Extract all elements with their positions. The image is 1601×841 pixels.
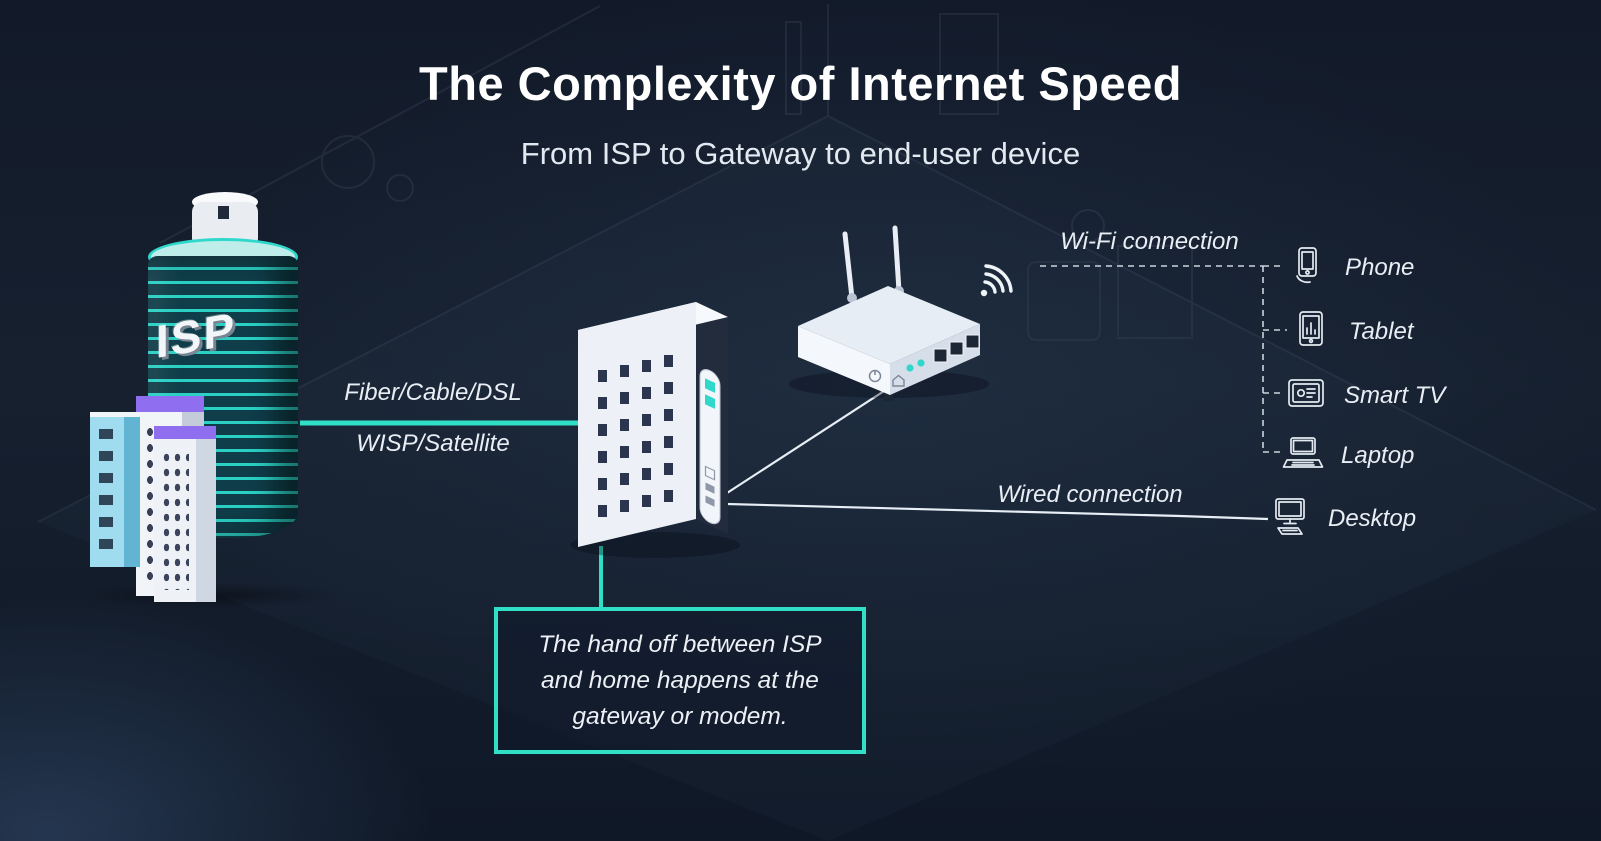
device-row-desktop: Desktop [1268,494,1416,543]
building-purple-band [154,426,216,439]
device-row-tablet: Tablet [1289,307,1414,356]
device-label: Laptop [1341,441,1415,469]
modem-indicator-panel [699,369,721,525]
ethernet-port [949,341,964,356]
modem-gateway [570,302,740,558]
wifi-signal-icon [980,264,1013,297]
laptop-icon [1281,431,1325,480]
wifi-connection-label: Wi-Fi connection [1060,228,1239,255]
page-subtitle: From ISP to Gateway to end-user device [520,136,1081,171]
building-windows [161,450,189,590]
device-label: Smart TV [1344,381,1446,409]
city-building-front [154,426,216,602]
power-icon [868,369,882,383]
isp-roof-window [218,206,229,219]
ethernet-port [933,348,948,363]
isp-building: ISP [76,192,341,608]
building-windows [99,429,113,553]
modem-led [705,394,715,409]
page-title: The Complexity of Internet Speed [419,57,1182,110]
router-front-details [868,334,980,387]
desktop-icon [1268,494,1312,543]
wired-connection-label: Wired connection [997,481,1183,508]
wifi-router [789,225,989,401]
device-row-laptop: Laptop [1281,431,1414,480]
fiber-cable-dsl-label: Fiber/Cable/DSL [344,379,522,406]
modem-vents [598,355,673,517]
router-led [906,364,914,372]
wifi-links [1040,265,1287,453]
phone-icon [1285,243,1329,292]
building-purple-band [136,396,204,412]
modem-to-router-line [726,355,939,494]
wisp-satellite-label: WISP/Satellite [356,430,510,457]
ethernet-port [965,334,980,349]
device-row-phone: Phone [1285,243,1414,292]
home-icon [892,374,905,387]
router-led [917,359,925,367]
modem-led [705,378,715,393]
gateway-callout-box: The hand off between ISP and home happen… [494,607,866,754]
router-antennas [842,225,904,303]
device-label: Desktop [1328,504,1417,532]
city-building-blue [90,412,140,567]
smart-tv-icon [1284,371,1328,420]
device-label: Phone [1345,253,1415,281]
device-row-smart-tv: Smart TV [1284,371,1445,420]
gateway-callout-text: The hand off between ISP and home happen… [538,630,822,730]
tablet-icon [1289,307,1333,356]
device-label: Tablet [1349,317,1414,345]
